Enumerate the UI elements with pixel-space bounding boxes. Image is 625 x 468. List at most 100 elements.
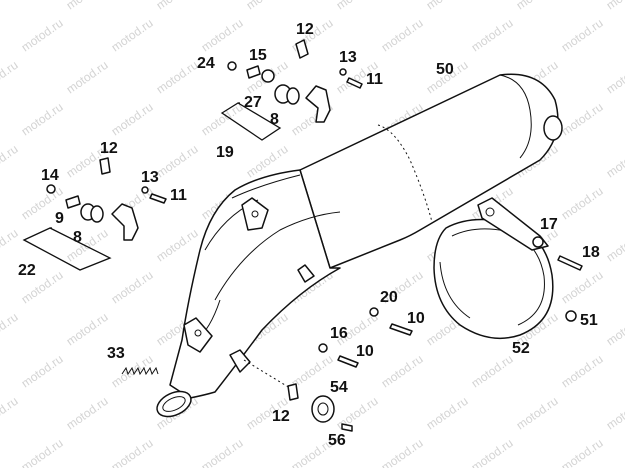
watermark-text: motod.ru bbox=[64, 0, 111, 12]
watermark-text: motod.ru bbox=[334, 394, 381, 433]
watermark-text: motod.ru bbox=[559, 268, 606, 307]
nut-24 bbox=[227, 61, 237, 71]
watermark-text: motod.ru bbox=[469, 352, 516, 391]
leader-lines bbox=[22, 102, 291, 389]
watermark-text: motod.ru bbox=[514, 0, 561, 12]
small-parts bbox=[46, 39, 583, 432]
watermark-text: motod.ru bbox=[469, 436, 516, 468]
watermark-text: motod.ru bbox=[64, 58, 111, 97]
screw-56 bbox=[341, 423, 353, 432]
callout-19: 19 bbox=[216, 144, 234, 161]
callout-labels: 12 13 11 50 24 15 27 8 19 12 13 11 14 9 … bbox=[18, 21, 600, 449]
watermark-text: motod.ru bbox=[154, 226, 201, 265]
watermark-text: motod.ru bbox=[559, 352, 606, 391]
watermark-text: motod.ru bbox=[199, 16, 246, 55]
callout-16: 16 bbox=[330, 325, 348, 342]
callout-14: 14 bbox=[41, 167, 59, 184]
watermark-text: motod.ru bbox=[0, 0, 21, 12]
watermark-text: motod.ru bbox=[559, 184, 606, 223]
bolt-11-left bbox=[149, 193, 167, 204]
watermark-text: motod.ru bbox=[604, 310, 625, 349]
spring-33 bbox=[121, 366, 159, 376]
body-bracket-top bbox=[241, 197, 269, 231]
watermark-text: motod.ru bbox=[469, 16, 516, 55]
watermark-text: motod.ru bbox=[19, 436, 66, 468]
tab-12-bottom bbox=[287, 383, 299, 401]
watermark-text: motod.ru bbox=[604, 142, 625, 181]
bolt-10-upper bbox=[389, 323, 413, 336]
clamp-lug bbox=[477, 197, 549, 251]
watermark-text: motod.ru bbox=[199, 100, 246, 139]
watermark-text: motod.ru bbox=[334, 0, 381, 12]
bolt-18 bbox=[557, 255, 583, 271]
callout-56: 56 bbox=[328, 432, 346, 449]
nut-14 bbox=[46, 184, 56, 194]
watermark-text: motod.ru bbox=[604, 58, 625, 97]
spacer-15 bbox=[246, 65, 261, 79]
callout-11-top: 11 bbox=[366, 71, 383, 88]
watermark-text: motod.ru bbox=[64, 394, 111, 433]
watermark-text: motod.ru bbox=[64, 226, 111, 265]
callout-18: 18 bbox=[582, 244, 600, 261]
watermark-text: motod.ru bbox=[244, 0, 291, 12]
grommet-8-left bbox=[90, 205, 104, 223]
watermark-text: motod.ru bbox=[0, 58, 21, 97]
callout-13-left: 13 bbox=[141, 169, 159, 186]
watermark-text: motod.ru bbox=[379, 436, 426, 468]
watermark-text: motod.ru bbox=[0, 226, 21, 265]
watermark-text: motod.ru bbox=[559, 100, 606, 139]
spacer-9 bbox=[65, 195, 81, 209]
muffler-assembly bbox=[156, 73, 563, 418]
washer-20 bbox=[369, 307, 379, 317]
callout-8-top: 8 bbox=[270, 111, 279, 128]
callout-22: 22 bbox=[18, 262, 36, 279]
grommet-8-top bbox=[286, 87, 300, 105]
hanger-bracket-left bbox=[111, 203, 139, 241]
callout-51: 51 bbox=[580, 312, 598, 329]
callout-12-top: 12 bbox=[296, 21, 314, 38]
watermark-text: motod.ru bbox=[379, 352, 426, 391]
watermark-text: motod.ru bbox=[379, 16, 426, 55]
watermark-text: motod.ru bbox=[19, 352, 66, 391]
callout-20: 20 bbox=[380, 289, 398, 306]
callout-13-top: 13 bbox=[339, 49, 357, 66]
watermark-text: motod.ru bbox=[154, 0, 201, 12]
hanger-bracket-top bbox=[305, 85, 331, 123]
watermark-text: motod.ru bbox=[559, 16, 606, 55]
callout-54: 54 bbox=[330, 379, 348, 396]
callout-11-left: 11 bbox=[170, 187, 187, 204]
callout-52: 52 bbox=[512, 340, 530, 357]
watermark-text: motod.ru bbox=[64, 310, 111, 349]
bolt-10-lower bbox=[337, 355, 359, 368]
watermark-text: motod.ru bbox=[109, 100, 156, 139]
watermark-text: motod.ru bbox=[424, 0, 471, 12]
washer-16 bbox=[318, 343, 328, 353]
callout-12-bottom: 12 bbox=[272, 408, 290, 425]
watermark-text: motod.ru bbox=[0, 394, 21, 433]
callout-12-left: 12 bbox=[100, 140, 118, 157]
callout-33: 33 bbox=[107, 345, 125, 362]
washer-13-top bbox=[339, 68, 347, 76]
bushing-27a bbox=[261, 69, 275, 83]
damper-54 bbox=[311, 395, 335, 423]
tab-12-left bbox=[99, 157, 111, 175]
watermark-text: motod.ru bbox=[424, 394, 471, 433]
watermark-text: motod.ru bbox=[514, 394, 561, 433]
clamp-band-assembly bbox=[433, 197, 554, 340]
watermark-text: motod.ru bbox=[109, 268, 156, 307]
callout-15: 15 bbox=[249, 47, 267, 64]
watermark-text: motod.ru bbox=[604, 226, 625, 265]
callout-8-left: 8 bbox=[73, 229, 82, 246]
inlet-tube bbox=[156, 390, 192, 418]
callout-10-upper: 10 bbox=[407, 310, 425, 327]
watermark-text: motod.ru bbox=[0, 142, 21, 181]
watermark-text: motod.ru bbox=[604, 394, 625, 433]
bolt-11-top bbox=[346, 77, 363, 89]
callout-10-lower: 10 bbox=[356, 343, 374, 360]
watermark-text: motod.ru bbox=[604, 0, 625, 12]
callout-24: 24 bbox=[197, 55, 215, 72]
watermark-text: motod.ru bbox=[154, 142, 201, 181]
watermark-text: motod.ru bbox=[154, 58, 201, 97]
watermark-text: motod.ru bbox=[109, 436, 156, 468]
